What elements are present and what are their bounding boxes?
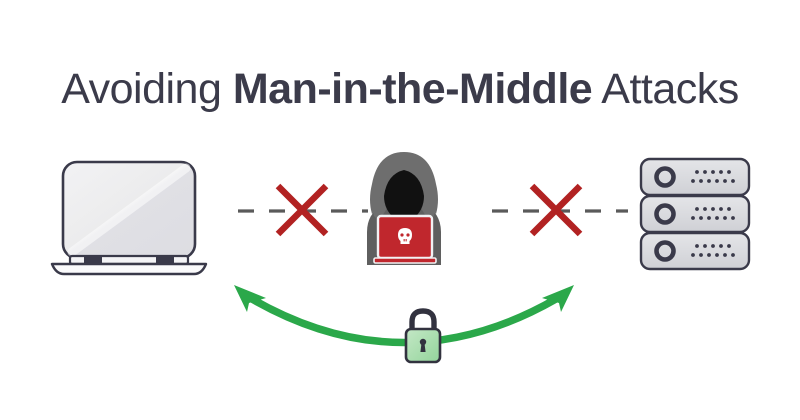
title-part-prefix: Avoiding [61, 65, 233, 113]
laptop-hinge-left [84, 255, 102, 265]
hacker-laptop-base [373, 257, 437, 264]
padlock-shackle [409, 308, 437, 334]
skull-icon [398, 228, 412, 244]
server-unit [639, 231, 751, 271]
arrow-left-icon [234, 285, 266, 312]
laptop-base [50, 262, 208, 276]
hacker-face-void [384, 170, 424, 224]
x-mark-left-stroke-b [275, 183, 329, 237]
laptop-icon [50, 160, 208, 276]
title-part-emphasis: Man-in-the-Middle [232, 65, 593, 113]
server-unit [639, 157, 751, 197]
server-vent-dots [691, 170, 735, 183]
page-title: Avoiding Man-in-the-Middle Attacks [0, 62, 800, 116]
server-unit [639, 194, 751, 234]
laptop-hinge-right [156, 255, 174, 265]
secure-channel-arc [248, 295, 560, 347]
padlock-keyhole [419, 338, 427, 352]
padlock-icon [404, 308, 442, 364]
title-part-suffix: Attacks [592, 65, 739, 113]
hacker-hood-crown [370, 152, 438, 214]
server-vent-dots [691, 244, 735, 257]
secure-channel-arrow [234, 285, 574, 347]
x-mark-icon-right [529, 183, 583, 237]
x-mark-icon [275, 183, 329, 237]
power-ring-icon [654, 203, 676, 225]
hooded-hacker-icon [367, 152, 441, 265]
power-ring-icon [654, 240, 676, 262]
laptop-screen-glare [67, 163, 191, 257]
server-vent-dots [691, 207, 735, 220]
x-mark-right-stroke-b [529, 183, 583, 237]
arrow-right-icon [542, 285, 574, 312]
hacker-laptop [373, 214, 437, 264]
server-stack-icon [639, 157, 751, 271]
power-ring-icon [654, 166, 676, 188]
